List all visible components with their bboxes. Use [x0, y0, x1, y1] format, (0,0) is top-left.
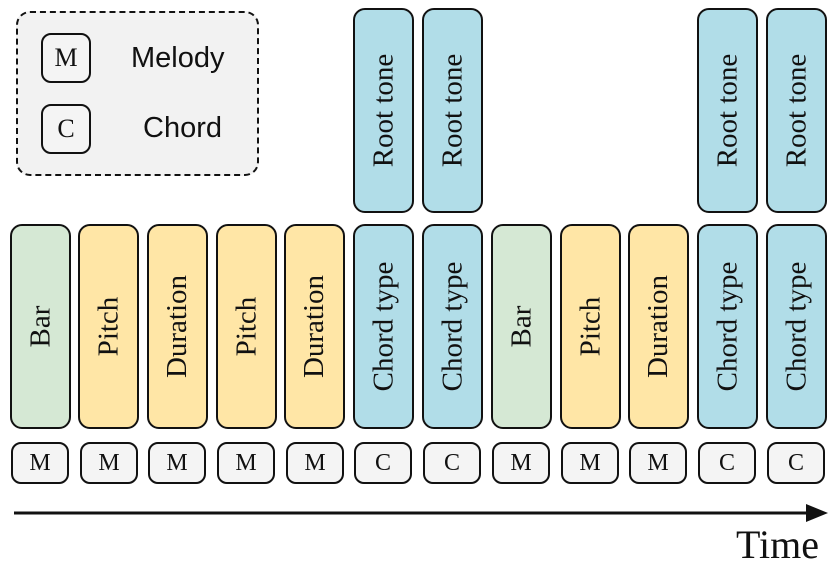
legend: M Melody C Chord: [16, 11, 259, 176]
bar-token-2: Bar: [491, 224, 552, 429]
legend-melody-tag: M: [41, 33, 91, 83]
chord-type-token-2: Chord type: [422, 224, 483, 429]
type-tag-8: M: [492, 442, 550, 484]
legend-melody-label: Melody: [131, 42, 225, 74]
chord-type-token-1: Chord type: [353, 224, 414, 429]
type-tag-12: C: [767, 442, 825, 484]
type-tag-5: M: [286, 442, 344, 484]
root-tone-token-2: Root tone: [422, 8, 483, 213]
pitch-token-2: Pitch: [216, 224, 277, 429]
root-tone-token-1: Root tone: [353, 8, 414, 213]
type-tag-7: C: [423, 442, 481, 484]
time-axis-label: Time: [735, 522, 819, 567]
pitch-token-3: Pitch: [560, 224, 621, 429]
root-tone-token-4: Root tone: [766, 8, 827, 213]
type-tag-1: M: [11, 442, 69, 484]
type-tag-10: M: [629, 442, 687, 484]
bar-token-1: Bar: [10, 224, 71, 429]
duration-token-3: Duration: [628, 224, 689, 429]
duration-token-1: Duration: [147, 224, 208, 429]
type-tag-6: C: [354, 442, 412, 484]
legend-chord-label: Chord: [143, 112, 222, 144]
time-axis-arrow: [14, 504, 828, 522]
pitch-token-1: Pitch: [78, 224, 139, 429]
type-tag-3: M: [148, 442, 206, 484]
chord-type-token-3: Chord type: [697, 224, 758, 429]
root-tone-token-3: Root tone: [697, 8, 758, 213]
legend-chord-tag: C: [41, 104, 91, 154]
chord-type-token-4: Chord type: [766, 224, 827, 429]
type-tag-2: M: [80, 442, 138, 484]
type-tag-9: M: [561, 442, 619, 484]
duration-token-2: Duration: [284, 224, 345, 429]
type-tag-4: M: [217, 442, 275, 484]
type-tag-11: C: [698, 442, 756, 484]
